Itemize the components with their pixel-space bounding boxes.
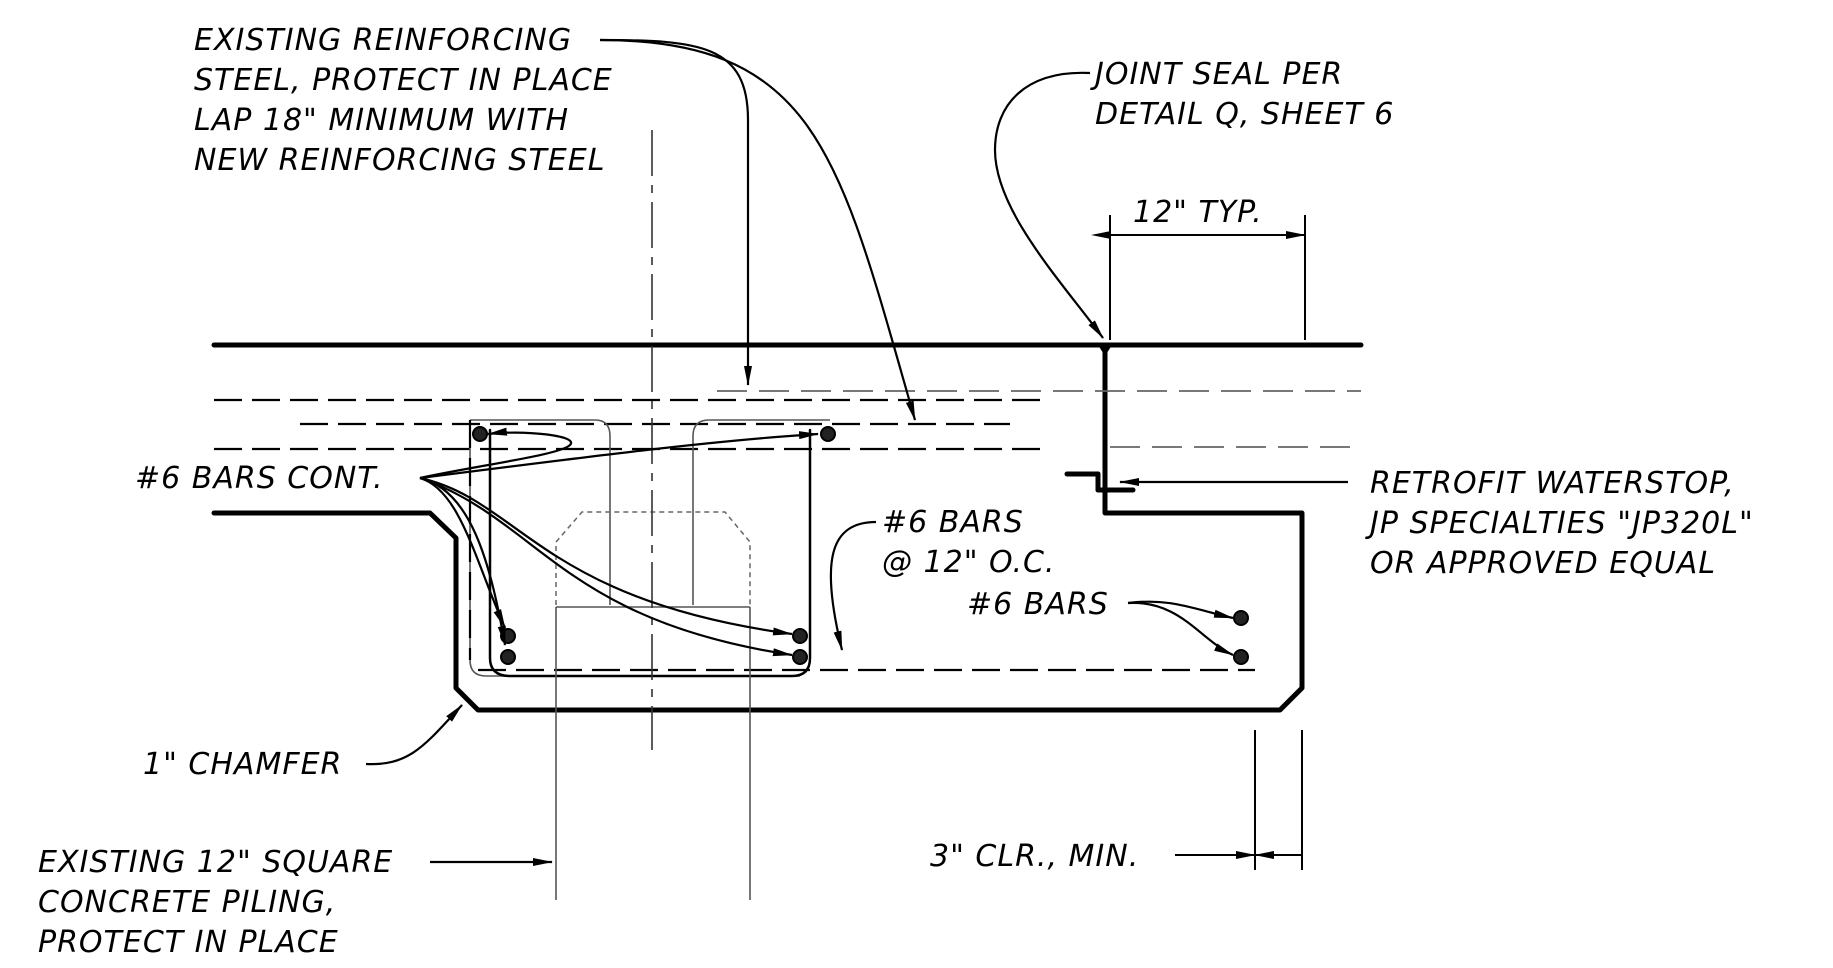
labels: EXISTING REINFORCING STEEL, PROTECT IN P… bbox=[38, 23, 1754, 960]
typical-spacing-dimension: 12" TYP. bbox=[1133, 195, 1263, 230]
joint-seal-marker bbox=[1098, 345, 1112, 356]
rebar-dot bbox=[820, 426, 836, 442]
existing-pile bbox=[555, 511, 751, 900]
waterstop-symbol bbox=[1064, 471, 1136, 493]
bars-continuous-note: #6 BARS CONT. bbox=[135, 461, 384, 496]
rebar-dot bbox=[792, 649, 808, 665]
bars-spacing-note-line2: @ 12" O.C. bbox=[882, 545, 1055, 580]
waterstop-note-line1: RETROFIT WATERSTOP, bbox=[1370, 466, 1735, 501]
waterstop-note-line2: JP SPECIALTIES "JP320L" bbox=[1365, 506, 1754, 541]
joint-seal-note-line2: DETAIL Q, SHEET 6 bbox=[1095, 97, 1394, 132]
reinforcing-lines bbox=[214, 390, 1361, 672]
slab-outline bbox=[211, 342, 1364, 713]
existing-reinforcing-note-line2: STEEL, PROTECT IN PLACE bbox=[194, 63, 613, 98]
rebar-dot bbox=[792, 628, 808, 644]
slab-bottom-and-beam-edge bbox=[211, 342, 1305, 713]
leaders bbox=[365, 38, 1348, 866]
dimension-typ bbox=[1091, 215, 1306, 340]
existing-reinforcing-note-line3: LAP 18" MINIMUM WITH bbox=[194, 103, 569, 138]
piling-note-line2: CONCRETE PILING, bbox=[38, 885, 336, 920]
bars-spacing-note-line1: #6 BARS bbox=[882, 505, 1024, 540]
joint-seal-note-line1: JOINT SEAL PER bbox=[1090, 57, 1343, 92]
rebar-dot bbox=[1233, 649, 1249, 665]
rebar-dot bbox=[472, 426, 488, 442]
dimension-clearance bbox=[1175, 730, 1303, 870]
existing-reinforcing-note-line1: EXISTING REINFORCING bbox=[194, 23, 572, 58]
piling-note-line3: PROTECT IN PLACE bbox=[38, 925, 339, 960]
piling-note-line1: EXISTING 12" SQUARE bbox=[38, 845, 393, 880]
rebar-dot bbox=[1233, 610, 1249, 626]
existing-reinforcing-note-line4: NEW REINFORCING STEEL bbox=[194, 143, 605, 178]
chamfer-note: 1" CHAMFER bbox=[143, 747, 342, 782]
rebar-dot bbox=[500, 649, 516, 665]
waterstop-note-line3: OR APPROVED EQUAL bbox=[1370, 546, 1716, 581]
clearance-note: 3" CLR., MIN. bbox=[930, 839, 1139, 874]
rebar-dots bbox=[472, 426, 1249, 665]
bars-right-note: #6 BARS bbox=[967, 587, 1109, 622]
